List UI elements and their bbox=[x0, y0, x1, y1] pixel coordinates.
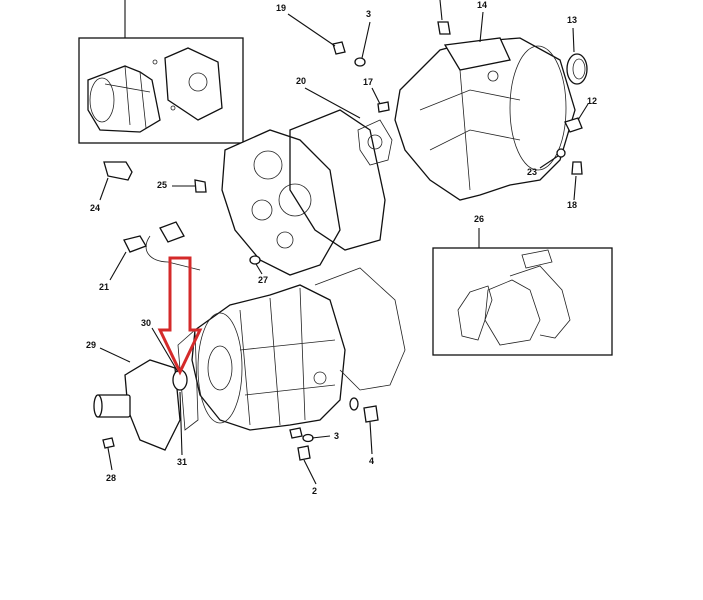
callouts: 19 3 14 13 12 20 17 23 18 25 24 26 27 21… bbox=[86, 0, 597, 496]
callout-24: 24 bbox=[90, 203, 100, 213]
callout-12: 12 bbox=[587, 96, 597, 106]
seal-13 bbox=[566, 53, 588, 85]
callout-2: 2 bbox=[312, 486, 317, 496]
callout-23: 23 bbox=[527, 167, 537, 177]
rear-housing-upper bbox=[332, 21, 588, 201]
callout-21: 21 bbox=[99, 282, 109, 292]
callout-3-top: 3 bbox=[366, 9, 371, 19]
leader-lines bbox=[99, 0, 589, 485]
clip-25 bbox=[194, 179, 207, 193]
callout-4: 4 bbox=[369, 456, 374, 466]
adapter-plate bbox=[221, 109, 393, 276]
callout-18: 18 bbox=[567, 200, 577, 210]
connector-21 bbox=[123, 235, 147, 253]
callout-31: 31 bbox=[177, 457, 187, 467]
small-parts-left bbox=[103, 161, 207, 271]
callout-27: 27 bbox=[258, 275, 268, 285]
callout-14: 14 bbox=[477, 0, 487, 10]
callout-29: 29 bbox=[86, 340, 96, 350]
main-case bbox=[93, 267, 406, 461]
switch bbox=[159, 221, 185, 243]
inset-case-assembly bbox=[78, 0, 244, 144]
callout-26: 26 bbox=[474, 214, 484, 224]
bracket-24 bbox=[103, 161, 133, 181]
callout-17: 17 bbox=[363, 77, 373, 87]
callout-19: 19 bbox=[276, 3, 286, 13]
callout-25: 25 bbox=[157, 180, 167, 190]
callout-20: 20 bbox=[296, 76, 306, 86]
callout-13: 13 bbox=[567, 15, 577, 25]
callout-3-bottom: 3 bbox=[334, 431, 339, 441]
highlight-arrow bbox=[157, 256, 203, 376]
callout-30: 30 bbox=[141, 318, 151, 328]
dowel-27 bbox=[249, 255, 261, 265]
inset-gasket-set bbox=[432, 228, 613, 356]
callout-28: 28 bbox=[106, 473, 116, 483]
